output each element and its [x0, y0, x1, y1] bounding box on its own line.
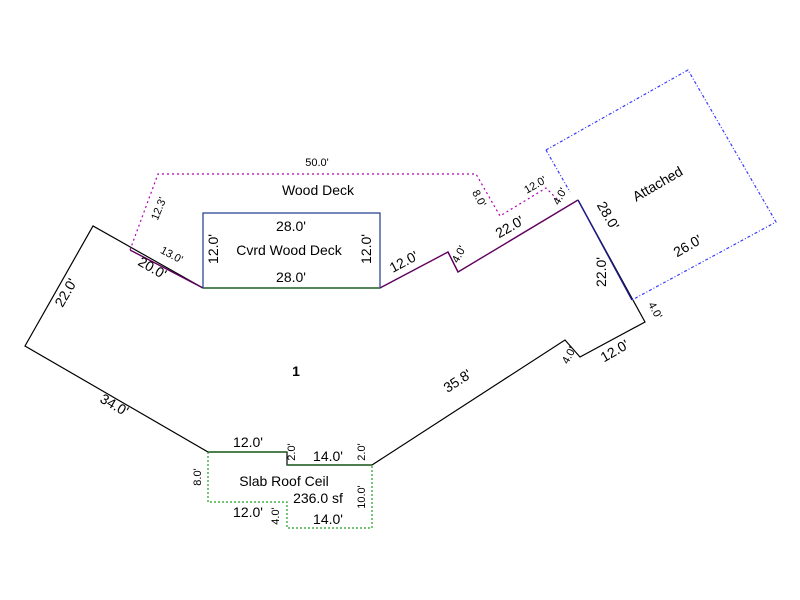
dim-wd-4: 4.0' [551, 186, 570, 207]
attached-inner-edge [545, 149, 571, 193]
dim-main-4-bottom-right: 4.0' [560, 345, 579, 366]
attached-outline [545, 69, 777, 301]
dim-wd-50: 50.0' [305, 157, 329, 169]
area-slab-label: Slab Roof Ceil [239, 473, 329, 489]
dim-slab-2-left: 2.0' [286, 443, 298, 460]
dim-main-12-bottom-right: 12.0' [598, 336, 632, 365]
dim-cvrd-top: 28.0' [276, 218, 306, 234]
dim-slab-12-bottom: 12.0' [233, 504, 263, 520]
dim-slab-14-bottom: 14.0' [313, 511, 343, 527]
dim-cvrd-left: 12.0' [205, 234, 221, 264]
dim-slab-10: 10.0' [356, 485, 368, 509]
dim-main-22-left: 22.0' [51, 276, 80, 310]
dim-main-12-right-of-cvrd: 12.0' [387, 247, 421, 275]
dim-at-26: 26.0' [671, 231, 705, 260]
dim-main-34: 34.0' [98, 390, 132, 419]
dim-slab-14-top: 14.0' [313, 448, 343, 464]
shared-edge-main-attached [577, 199, 633, 301]
dim-cvrd-bottom: 28.0' [276, 269, 306, 285]
dim-at-4: 4.0' [645, 300, 664, 321]
dim-slab-8: 8.0' [192, 468, 204, 485]
dim-slab-12-top: 12.0' [233, 434, 263, 450]
area-main-label: 1 [292, 363, 300, 379]
dim-main-4-notch: 4.0' [450, 244, 469, 265]
dim-slab-4: 4.0' [270, 507, 282, 524]
dim-wd-12: 12.0' [522, 174, 548, 196]
slab-outline [207, 452, 373, 529]
shared-edge-main-wooddeck-right [379, 199, 579, 289]
area-covered-deck-label: Cvrd Wood Deck [236, 242, 343, 258]
area-wood-deck-label: Wood Deck [282, 182, 355, 198]
dim-main-22-right: 22.0' [593, 257, 609, 287]
dim-wd-8: 8.0' [469, 188, 488, 209]
dim-main-28-right: 28.0' [594, 199, 623, 233]
dim-slab-2-right: 2.0' [356, 443, 368, 460]
dim-wd-12-3: 12.3' [149, 196, 169, 222]
area-attached-label: Attached [630, 163, 686, 204]
dim-main-35-8: 35.8' [440, 366, 474, 396]
dim-main-22-upper: 22.0' [493, 212, 527, 241]
dim-cvrd-right: 12.0' [358, 234, 374, 264]
main-building-outline [24, 199, 646, 466]
area-slab-sf: 236.0 sf [293, 490, 343, 506]
shared-edge-main-wooddeck [129, 249, 204, 289]
